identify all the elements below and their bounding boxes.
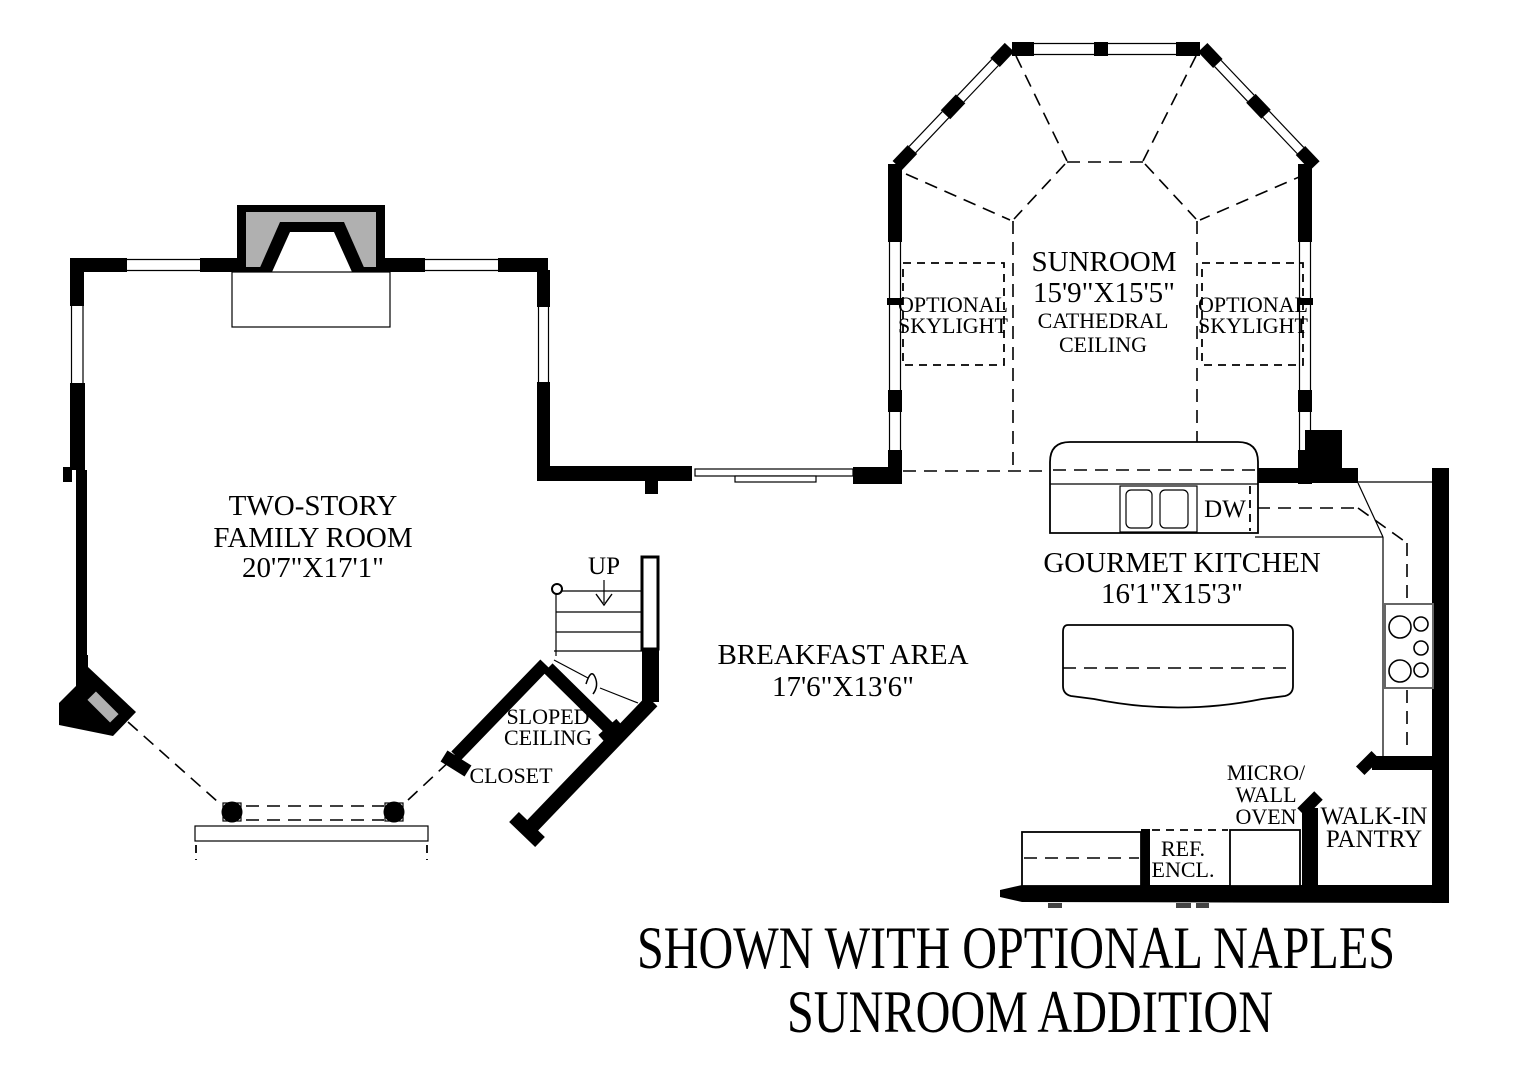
skylight-right-line1: OPTIONAL <box>1198 292 1308 317</box>
sunroom: OPTIONAL SKYLIGHT OPTIONAL SKYLIGHT SUNR… <box>887 42 1342 484</box>
base-counter <box>1021 831 1142 887</box>
stair-wall <box>640 555 660 651</box>
angled-corner-wall <box>59 655 136 736</box>
ref-encl-line2: ENCL. <box>1152 857 1215 882</box>
wall-oven-cabinet <box>1229 829 1301 887</box>
skylight-left-line2: SKYLIGHT <box>898 313 1009 338</box>
wall-tick <box>1176 903 1191 908</box>
sunroom-ceiling-line1: CATHEDRAL <box>1038 308 1169 333</box>
cathedral-ceiling-lines <box>903 55 1307 472</box>
fireplace <box>231 205 391 328</box>
kitchen: DW GOURMET KITCHEN 16'1"X15'3" WALK-IN P… <box>1000 441 1449 908</box>
caption: SHOWN WITH OPTIONAL NAPLES SUNROOM ADDIT… <box>637 915 1395 1045</box>
stairs: UP <box>551 553 660 704</box>
sliding-door-panel <box>734 475 817 483</box>
micro-oven-line2: WALL <box>1235 782 1296 807</box>
closet: SLOPED CEILING CLOSET <box>440 659 658 848</box>
breakfast-dimensions: 17'6"X13'6" <box>772 671 914 703</box>
cooktop <box>1384 603 1434 689</box>
dishwasher-label: DW <box>1204 496 1246 523</box>
pantry-label-line1: WALK-IN <box>1321 803 1428 830</box>
hearth <box>231 271 391 328</box>
firebox <box>272 232 352 272</box>
sunroom-ceiling-line2: CEILING <box>1059 332 1147 357</box>
sliding-door <box>694 468 854 477</box>
sloped-ceiling-line1: SLOPED <box>506 704 589 729</box>
kitchen-bottom-wall <box>1000 885 1449 903</box>
breakfast-area: BREAKFAST AREA 17'6"X13'6" <box>537 466 969 703</box>
bay-wall-left <box>892 42 1015 170</box>
wall-tick <box>1196 903 1209 908</box>
family-room-top-windows <box>125 258 500 272</box>
kitchen-label: GOURMET KITCHEN <box>1043 547 1320 579</box>
up-arrow <box>595 593 613 607</box>
sloped-ceiling-line2: CEILING <box>504 725 592 750</box>
family-room-label-line1: TWO-STORY <box>229 490 398 522</box>
sink <box>1119 485 1198 533</box>
stairs-up-label: UP <box>588 553 620 580</box>
pantry-label-line2: PANTRY <box>1326 826 1422 853</box>
breakfast-label: BREAKFAST AREA <box>717 639 968 671</box>
sunroom-dimensions: 15'9"X15'5" <box>1033 277 1175 309</box>
kitchen-dimensions: 16'1"X15'3" <box>1101 578 1243 610</box>
newel-post <box>551 583 563 595</box>
sink-basin <box>1159 489 1189 529</box>
skylight-right-outline <box>1201 262 1304 366</box>
column <box>221 801 243 823</box>
sunroom-label: SUNROOM <box>1031 246 1176 278</box>
family-room: TWO-STORY FAMILY ROOM 20'7"X17'1" <box>59 205 550 736</box>
bay-wall-right <box>1198 43 1320 171</box>
micro-oven-line1: MICRO/ <box>1227 760 1306 785</box>
sink-island: DW <box>1049 441 1259 534</box>
caption-line1: SHOWN WITH OPTIONAL NAPLES <box>637 915 1395 981</box>
wall-tick <box>1048 903 1062 908</box>
curved-island <box>1062 624 1294 709</box>
skylight-right-line2: SKYLIGHT <box>1198 313 1309 338</box>
bay-window <box>127 721 469 860</box>
door-panel <box>87 691 119 723</box>
sink-basin <box>1125 489 1153 529</box>
skylight-left-line1: OPTIONAL <box>898 292 1008 317</box>
closet-label: CLOSET <box>469 763 553 788</box>
ref-encl-line1: REF. <box>1161 836 1205 861</box>
family-room-label-line2: FAMILY ROOM <box>213 522 412 554</box>
skylight-left-outline <box>902 262 1005 366</box>
micro-oven-line3: OVEN <box>1235 804 1296 829</box>
family-room-dimensions: 20'7"X17'1" <box>242 552 384 584</box>
column <box>383 801 405 823</box>
break-line <box>585 673 598 695</box>
bay-seat <box>194 825 429 842</box>
caption-line2: SUNROOM ADDITION <box>787 979 1273 1045</box>
